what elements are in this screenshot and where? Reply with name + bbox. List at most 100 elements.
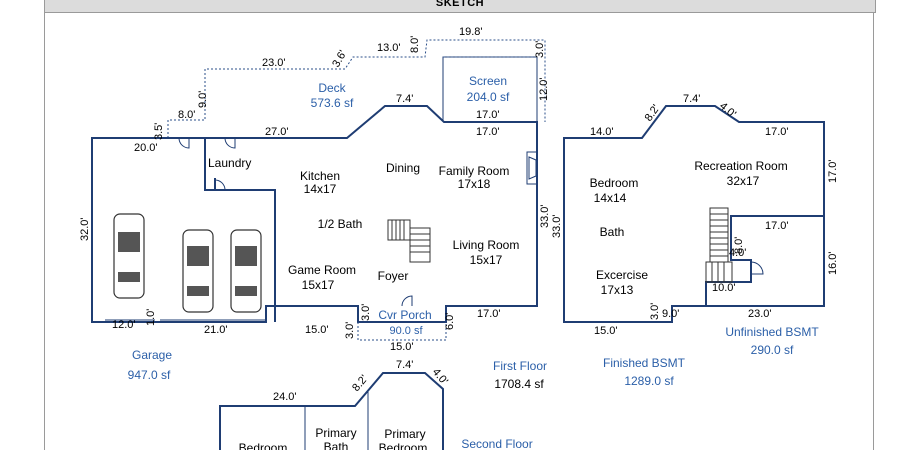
dim-label: 17.0' bbox=[765, 126, 789, 138]
dim-label: 7.4' bbox=[683, 93, 700, 105]
room-label-kitchen: Kitchen bbox=[300, 169, 340, 183]
room-label-porch: Cvr Porch bbox=[378, 308, 431, 322]
room-label-exercise: Excercise bbox=[596, 268, 648, 282]
dim-label: 4.0' bbox=[729, 247, 746, 259]
dim-label: 9.0' bbox=[662, 308, 679, 320]
garage-label: Garage bbox=[132, 348, 172, 362]
stairs-icon bbox=[705, 207, 733, 283]
garage-divider-wall bbox=[204, 138, 276, 322]
dim-label: 15.0' bbox=[305, 324, 329, 336]
dim-label: 9.0' bbox=[197, 91, 209, 108]
room-label-game: Game Room bbox=[288, 263, 356, 277]
screen-porch-wall bbox=[442, 56, 538, 122]
dim-label: 13.0' bbox=[377, 42, 401, 54]
room-label-bath: Bath bbox=[600, 225, 625, 239]
room-label-primary-bedroom: Bedroom bbox=[379, 441, 428, 450]
dim-label: 16.0' bbox=[827, 251, 839, 275]
dim-label: 3.0' bbox=[344, 322, 356, 339]
dim-label: 8.2' bbox=[643, 103, 663, 124]
room-label-dining: Dining bbox=[386, 161, 420, 175]
second-floor-label: Second Floor bbox=[461, 437, 532, 450]
area-label-porch: 90.0 sf bbox=[389, 325, 423, 337]
dim-label: 3.0' bbox=[649, 303, 661, 320]
first-floor-walls bbox=[91, 105, 538, 323]
room-label-half-bath: 1/2 Bath bbox=[318, 217, 363, 231]
dim-label: 19.8' bbox=[459, 26, 483, 38]
room-label-living: Living Room bbox=[453, 238, 520, 252]
car-icon bbox=[113, 213, 145, 299]
dim-label: 8.0' bbox=[409, 36, 421, 53]
room-label-bedroom: Bedroom bbox=[239, 441, 288, 450]
dim-label: 7.4' bbox=[396, 93, 413, 105]
room-size-bedroom: 14x14 bbox=[594, 191, 627, 205]
room-size-kitchen: 14x17 bbox=[304, 182, 337, 196]
room-label-primary-bath: Bath bbox=[324, 440, 349, 450]
dim-label: 17.0' bbox=[477, 308, 501, 320]
unfinished-bsmt-area: 290.0 sf bbox=[751, 343, 794, 357]
room-size-living: 15x17 bbox=[470, 253, 503, 267]
room-label-rec: Recreation Room bbox=[694, 159, 787, 173]
door-arc bbox=[750, 261, 764, 275]
dim-label: 32.0' bbox=[79, 217, 91, 241]
area-label-screen: 204.0 sf bbox=[467, 90, 510, 104]
room-label-primary-bedroom: Primary bbox=[384, 427, 425, 441]
dim-label: 20.0' bbox=[134, 142, 158, 154]
dim-label: 33.0' bbox=[551, 214, 563, 238]
unfinished-bsmt-label: Unfinished BSMT bbox=[725, 325, 819, 339]
first-floor-plan: 19.8' 13.0' 23.0' 3.6' 8.0' 8.0' 9.0' 3.… bbox=[79, 26, 563, 391]
dim-label: 8.0' bbox=[733, 237, 745, 254]
dim-label: 10.0' bbox=[712, 282, 736, 294]
sketch-title: SKETCH bbox=[435, 0, 485, 9]
area-label-deck: 573.6 sf bbox=[311, 96, 354, 110]
garage-area: 947.0 sf bbox=[128, 368, 171, 382]
deck-outline bbox=[167, 39, 546, 138]
sketch-frame bbox=[44, 12, 874, 450]
room-size-rec: 32x17 bbox=[727, 174, 760, 188]
room-label-foyer: Foyer bbox=[378, 269, 409, 283]
dim-label: 3.0' bbox=[360, 304, 372, 321]
dim-label: 3.5' bbox=[153, 123, 165, 140]
dim-label: 4.0' bbox=[430, 366, 450, 387]
room-size-exercise: 17x13 bbox=[601, 283, 634, 297]
room-label-screen: Screen bbox=[469, 74, 507, 88]
basement-plan: 14.0' 8.2' 7.4' 4.0' 17.0' 17.0' 17.0' 8… bbox=[563, 93, 839, 388]
room-label-laundry: Laundry bbox=[208, 156, 251, 170]
dim-label: 17.0' bbox=[476, 109, 500, 121]
door-arc bbox=[401, 295, 413, 307]
dim-label: 12.0' bbox=[112, 319, 136, 331]
dim-label: 17.0' bbox=[827, 159, 839, 183]
room-label-primary-bath: Primary bbox=[315, 426, 356, 440]
second-floor-plan: 24.0' 8.2' 7.4' 4.0' Bedroom Primary Bat… bbox=[219, 359, 533, 450]
dim-label: 24.0' bbox=[273, 391, 297, 403]
dim-label: 23.0' bbox=[748, 308, 772, 320]
room-label-bedroom: Bedroom bbox=[590, 176, 639, 190]
dim-label: 6.0' bbox=[444, 313, 456, 330]
covered-porch-outline bbox=[357, 322, 447, 341]
first-floor-area: 1708.4 sf bbox=[494, 377, 544, 391]
dim-label: 21.0' bbox=[204, 324, 228, 336]
header-bar: SKETCH bbox=[44, 0, 876, 13]
dim-label: 15.0' bbox=[594, 325, 618, 337]
room-label-deck: Deck bbox=[318, 81, 346, 95]
dim-label: 1.0' bbox=[145, 309, 157, 326]
dim-label: 33.0' bbox=[539, 204, 551, 228]
stairs-icon bbox=[387, 219, 431, 263]
dim-label: 17.0' bbox=[765, 220, 789, 232]
dim-label: 3.0' bbox=[534, 41, 546, 58]
dim-label: 4.0' bbox=[717, 100, 738, 120]
dim-label: 12.0' bbox=[538, 77, 550, 101]
dim-label: 15.0' bbox=[390, 341, 414, 353]
dim-label: 7.4' bbox=[396, 359, 413, 371]
dim-label: 14.0' bbox=[590, 126, 614, 138]
door-arc bbox=[178, 137, 190, 149]
room-size-game: 15x17 bbox=[302, 278, 335, 292]
first-floor-label: First Floor bbox=[493, 359, 547, 373]
room-size-family: 17x18 bbox=[458, 177, 491, 191]
dim-label: 27.0' bbox=[265, 126, 289, 138]
dim-label: 23.0' bbox=[262, 57, 286, 69]
door-arc bbox=[224, 137, 236, 149]
finished-bsmt-area: 1289.0 sf bbox=[624, 374, 674, 388]
door-arc bbox=[214, 179, 226, 191]
second-floor-walls bbox=[219, 372, 444, 450]
